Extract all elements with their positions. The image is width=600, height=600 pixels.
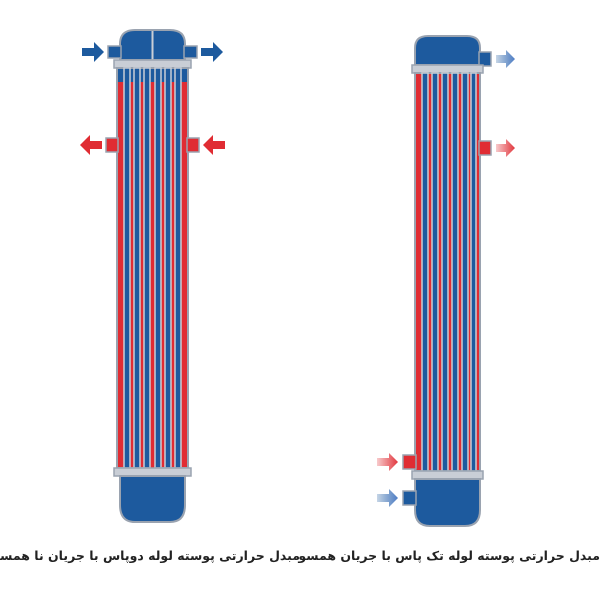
tube <box>174 67 182 469</box>
cold-outlet-arrow-icon <box>496 50 515 68</box>
top-tube-sheet <box>411 64 484 74</box>
bottom-return-head <box>119 475 186 523</box>
hot-outlet-nozzle <box>105 137 119 153</box>
bottom-tube-sheet <box>113 467 192 477</box>
cold-outlet-nozzle <box>478 51 492 67</box>
central-baffle <box>151 82 154 468</box>
tube <box>451 72 459 472</box>
tube <box>133 67 141 469</box>
cold-inlet-nozzle <box>107 45 122 59</box>
cold-outlet-arrow-icon <box>201 42 223 62</box>
cold-inlet-arrow-icon <box>82 42 104 62</box>
tube <box>441 72 449 472</box>
tube <box>461 72 469 472</box>
hot-inlet-nozzle <box>186 137 200 153</box>
hot-outlet-nozzle <box>478 140 492 156</box>
cold-inlet-nozzle <box>402 490 417 506</box>
tube <box>470 72 477 472</box>
top-tube-sheet <box>113 59 192 69</box>
hot-inlet-nozzle <box>402 454 417 470</box>
cold-outlet-nozzle <box>183 45 198 59</box>
top-channel-head <box>414 35 481 66</box>
bottom-tube-sheet <box>411 470 484 480</box>
hot-inlet-arrow-icon <box>203 135 225 155</box>
hot-inlet-arrow-icon <box>377 453 398 471</box>
tube <box>154 67 162 469</box>
bottom-inlet-head <box>414 478 481 527</box>
hot-outlet-arrow-icon <box>496 139 515 157</box>
tube <box>421 72 429 472</box>
hot-outlet-arrow-icon <box>80 135 102 155</box>
tube <box>164 67 172 469</box>
exchanger-two-pass <box>80 29 225 523</box>
caption-single-pass: مبدل حرارتی پوسته لوله تک پاس با جریان ه… <box>298 548 600 563</box>
exchanger-single-pass <box>377 35 515 527</box>
cold-inlet-arrow-icon <box>377 489 398 507</box>
tube <box>123 67 131 469</box>
caption-two-pass: مبدل حرارتی پوسته لوله دوپاس با جریان نا… <box>0 548 300 563</box>
tube <box>431 72 439 472</box>
tube <box>143 67 151 469</box>
